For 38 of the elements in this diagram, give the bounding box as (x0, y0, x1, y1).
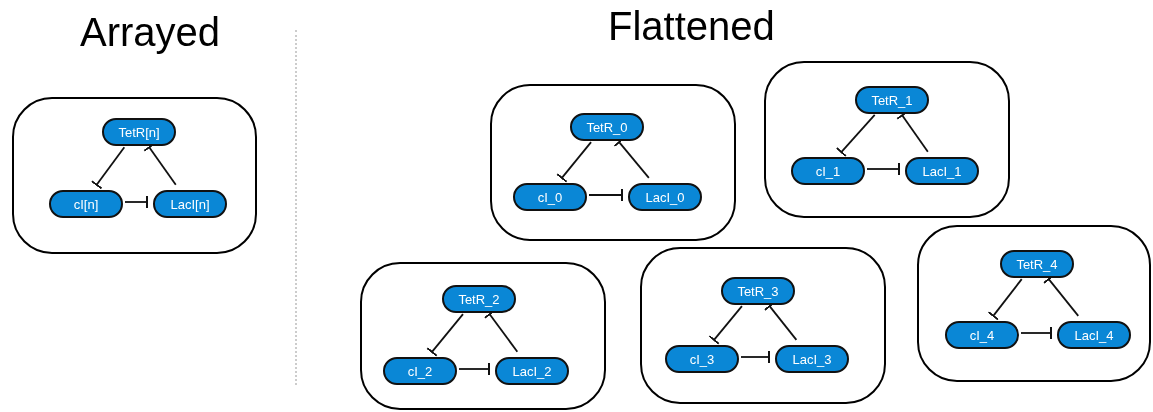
heading: Flattened (608, 6, 775, 46)
protein-node: cI_0 (513, 183, 587, 211)
repression-edge (866, 162, 900, 176)
heading: Arrayed (80, 12, 221, 52)
module-box (490, 84, 736, 241)
protein-node: LacI[n] (153, 190, 227, 218)
repression-edge (588, 188, 623, 202)
protein-node: cI_3 (665, 345, 739, 373)
protein-node: cI[n] (49, 190, 123, 218)
protein-node: cI_2 (383, 357, 457, 385)
module-box (640, 247, 886, 404)
protein-node: TetR_0 (570, 113, 644, 141)
repression-edge (835, 114, 876, 158)
protein-node: cI_1 (791, 157, 865, 185)
protein-node: TetR_4 (1000, 250, 1074, 278)
protein-node: TetR_2 (442, 285, 516, 313)
module-box (917, 225, 1151, 382)
protein-node: LacI_1 (905, 157, 979, 185)
module-box (12, 97, 257, 254)
repression-edge (458, 362, 490, 376)
protein-node: LacI_3 (775, 345, 849, 373)
repression-edge (708, 305, 743, 345)
protein-node: cI_4 (945, 321, 1019, 349)
protein-node: TetR_1 (855, 86, 929, 114)
repression-edge (556, 141, 592, 183)
protein-node: TetR_3 (721, 277, 795, 305)
protein-node: LacI_4 (1057, 321, 1131, 349)
protein-node: LacI_2 (495, 357, 569, 385)
repression-edge (987, 278, 1023, 321)
repression-edge (124, 195, 148, 209)
module-box (360, 262, 606, 410)
module-box (764, 61, 1010, 218)
repression-edge (1020, 326, 1052, 340)
protein-node: LacI_0 (628, 183, 702, 211)
repression-edge (426, 313, 464, 357)
protein-node: TetR[n] (102, 118, 176, 146)
repression-edge (90, 146, 126, 190)
repression-edge (740, 350, 770, 364)
